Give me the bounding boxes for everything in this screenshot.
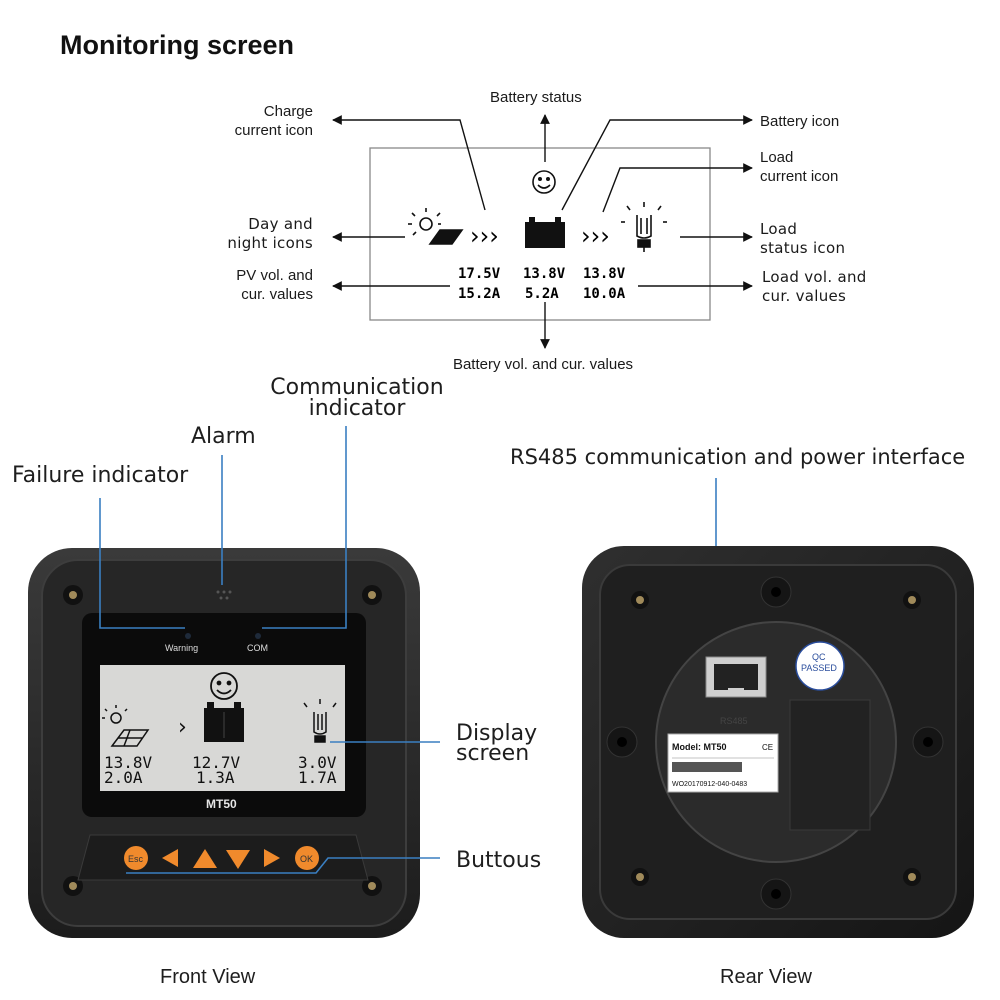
- svg-text:PASSED: PASSED: [801, 663, 837, 673]
- rear-device: RS485 QC PASSED Model: MT50 CE WO2017091…: [582, 546, 974, 938]
- front-device: Warning COM ›: [28, 548, 420, 938]
- alarm-speaker: [216, 590, 232, 600]
- rear-label-plate: Model: MT50 CE WO20170912-040-0483: [667, 733, 779, 793]
- charge-current-chevrons: ›››: [470, 222, 499, 250]
- callout-rs485-interface: RS485 communication and power interface: [510, 445, 966, 469]
- load-current-chevrons: ›››: [581, 222, 610, 250]
- warning-led: [185, 633, 191, 639]
- arrow-charge-current-icon: [332, 115, 486, 211]
- callout-communication-indicator: Communication indicator: [270, 375, 444, 421]
- lcd-pv-voltage: 13.8V: [104, 753, 153, 772]
- arrow-load-current-icon: [602, 163, 753, 213]
- caption-rear-view: Rear View: [720, 966, 812, 988]
- lcd-load-current: 1.7A: [298, 768, 337, 787]
- label-pv-values: PV vol. and cur. values: [236, 267, 313, 303]
- screen-pv-current: 15.2A: [458, 286, 501, 302]
- screen-battery-voltage: 13.8V: [523, 266, 566, 282]
- screen-load-voltage: 13.8V: [583, 266, 626, 282]
- button-bezel: [77, 834, 369, 881]
- lcd-load-voltage: 3.0V: [298, 753, 337, 772]
- screen-load-current: 10.0A: [583, 286, 626, 302]
- label-charge-current-icon: Charge current icon: [234, 103, 313, 139]
- lcd-battery-icon: [204, 702, 244, 742]
- sun-panel-icon: [408, 208, 464, 245]
- label-day-night-icons: Day and night icons: [227, 215, 313, 252]
- callout-buttons: Buttous: [456, 848, 542, 873]
- label-load-status-icon: Load status icon: [760, 220, 846, 257]
- warning-label: Warning: [165, 643, 198, 653]
- lcd-smiley-icon: [210, 672, 238, 700]
- lcd-chevron: ›: [178, 715, 187, 740]
- battery-icon: [525, 217, 565, 248]
- caption-front-view: Front View: [160, 966, 256, 988]
- qc-sticker: QC PASSED: [795, 641, 845, 691]
- lcd-bulb-icon: [303, 699, 337, 743]
- page-title: Monitoring screen: [60, 30, 295, 60]
- label-battery-icon: Battery icon: [760, 113, 840, 130]
- lcd-pv-current: 2.0A: [104, 768, 143, 787]
- callout-alarm: Alarm: [191, 424, 256, 449]
- svg-text:WO20170912-040-0483: WO20170912-040-0483: [672, 781, 747, 788]
- label-load-values: Load vol. and cur. values: [762, 268, 867, 305]
- com-label: COM: [247, 643, 268, 653]
- line-buttons: [126, 857, 440, 874]
- front-screws: [63, 585, 382, 896]
- smiley-icon: [532, 170, 556, 194]
- esc-button[interactable]: Esc: [124, 846, 148, 870]
- svg-text:Model: MT50: Model: MT50: [672, 742, 727, 752]
- label-load-current-icon: Load current icon: [760, 149, 839, 185]
- svg-text:Esc: Esc: [128, 854, 144, 864]
- arrow-battery-icon: [561, 115, 753, 211]
- bulb-icon: [621, 202, 667, 252]
- svg-text:QC: QC: [812, 652, 826, 662]
- model-label: MT50: [206, 797, 237, 811]
- callout-display-screen: Display screen: [456, 721, 538, 766]
- screen-battery-current: 5.2A: [525, 286, 559, 302]
- down-button[interactable]: [226, 850, 250, 869]
- up-button[interactable]: [193, 849, 217, 868]
- lcd-battery-current: 1.3A: [196, 768, 235, 787]
- callout-failure-indicator: Failure indicator: [12, 463, 189, 488]
- right-button[interactable]: [264, 849, 280, 867]
- lcd-sun-panel-icon: [102, 705, 150, 747]
- screen-pv-voltage: 17.5V: [458, 266, 501, 282]
- svg-text:OK: OK: [300, 854, 313, 864]
- svg-text:CE: CE: [762, 743, 773, 752]
- label-battery-status: Battery status: [490, 89, 582, 106]
- label-battery-values: Battery vol. and cur. values: [452, 356, 634, 373]
- rs485-mark: RS485: [720, 716, 748, 726]
- line-communication-indicator: [262, 426, 347, 629]
- com-led: [255, 633, 261, 639]
- rj45-port: [705, 656, 767, 698]
- left-button[interactable]: [162, 849, 178, 867]
- ok-button[interactable]: OK: [295, 846, 319, 870]
- lcd-battery-voltage: 12.7V: [192, 753, 241, 772]
- line-failure-indicator: [99, 498, 185, 629]
